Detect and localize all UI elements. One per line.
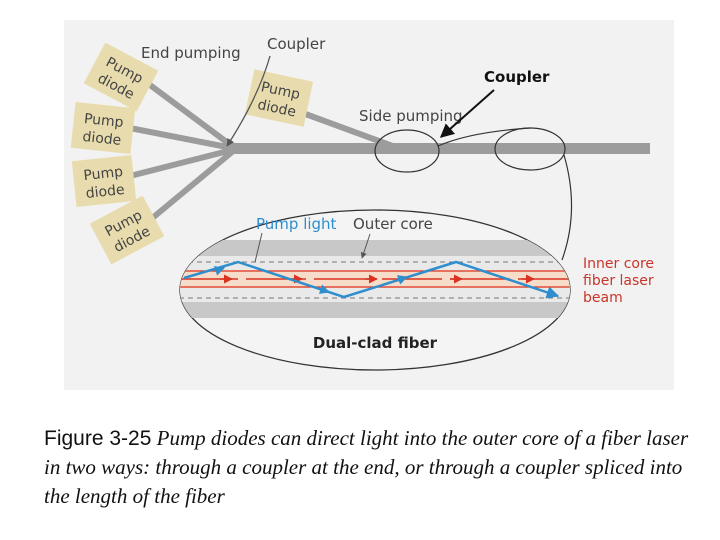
- outer-core-label: Outer core: [353, 215, 433, 233]
- inner-core-label-2: fiber laser: [583, 273, 654, 289]
- pump-diode-3: Pump diode: [71, 154, 137, 208]
- pump-light-leader: [254, 232, 263, 263]
- coupler-top-arrow: [226, 55, 271, 147]
- inner-core-label-3: beam: [583, 290, 623, 306]
- svg-text:diode: diode: [85, 182, 125, 202]
- figure-caption: Figure 3-25 Pump diodes can direct light…: [44, 424, 704, 511]
- side-coupler-circle: [374, 129, 440, 173]
- zoom-connector-top: [437, 127, 531, 147]
- end-pump-fibers: [129, 82, 234, 223]
- dual-clad-fiber-zoom: [179, 209, 571, 371]
- coupler-side-arrow: [439, 89, 495, 138]
- pump-fiber-3: [129, 147, 233, 179]
- figure-number: Figure 3-25: [44, 427, 152, 450]
- side-pumping-label: Side pumping: [359, 107, 463, 125]
- pump-diode-2: Pump diode: [70, 101, 136, 155]
- svg-text:diode: diode: [256, 97, 297, 121]
- fiber-laser-diagram: Pump diode Pump diode Pump diode Pump di…: [64, 20, 674, 390]
- zoom-source-ellipse: [494, 127, 566, 171]
- coupler-label-side: Coupler: [484, 68, 550, 86]
- pump-fiber-4: [148, 149, 234, 223]
- svg-text:diode: diode: [82, 129, 122, 149]
- dual-clad-fiber-label: Dual-clad fiber: [313, 334, 438, 352]
- svg-text:Pump: Pump: [83, 164, 124, 184]
- pump-fiber-2: [129, 125, 233, 151]
- inner-core-label-1: Inner core: [583, 256, 654, 272]
- pump-fiber-1: [148, 82, 234, 149]
- svg-text:Pump: Pump: [83, 111, 124, 131]
- pump-diode-side: Pump diode: [244, 69, 314, 127]
- zoom-connector-bottom: [561, 154, 573, 261]
- pump-light-label: Pump light: [256, 215, 337, 233]
- caption-text: Pump diodes can direct light into the ou…: [44, 426, 689, 508]
- end-pumping-label: End pumping: [141, 44, 241, 62]
- coupler-label-top: Coupler: [267, 35, 326, 53]
- outer-core-leader: [360, 233, 371, 259]
- pump-diode-1: Pump diode: [83, 42, 159, 112]
- side-pump-fiber: [298, 109, 400, 151]
